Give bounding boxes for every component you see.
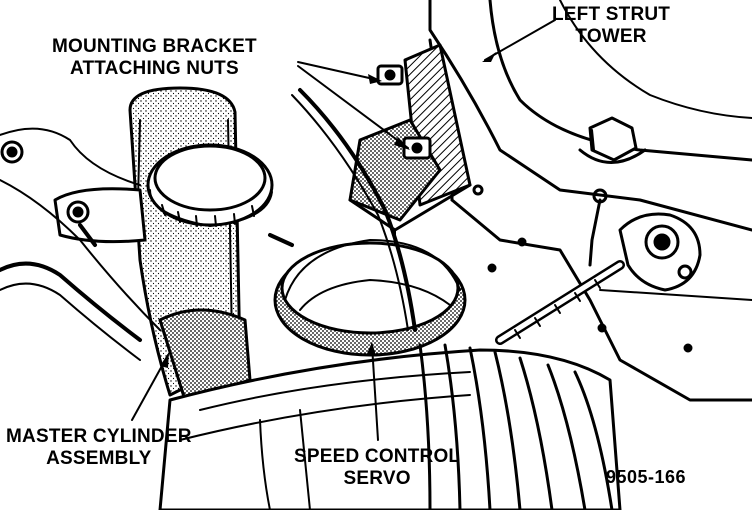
reservoir-cap	[146, 143, 294, 247]
callout-master-cylinder: MASTER CYLINDER ASSEMBLY	[6, 426, 192, 470]
callout-speed-control-servo: SPEED CONTROL SERVO	[294, 446, 460, 490]
callout-line: MOUNTING BRACKET	[52, 36, 257, 57]
speed-control-servo	[273, 239, 467, 357]
leader-arrow	[482, 52, 496, 62]
bracket-nut	[376, 64, 404, 86]
callout-line: MASTER CYLINDER	[6, 426, 192, 447]
callout-line: SERVO	[343, 468, 411, 489]
brake-line	[0, 127, 161, 361]
figure-id: 9505-166	[606, 467, 687, 487]
leader-arrow	[368, 74, 382, 84]
callout-line: ASSEMBLY	[46, 448, 152, 469]
leader-line	[131, 19, 556, 441]
servo-cable	[291, 88, 417, 332]
callout-strut-tower: LEFT STRUT TOWER	[552, 4, 670, 48]
air-intake-hose	[158, 343, 622, 510]
callout-line: TOWER	[575, 26, 647, 47]
callout-mounting-bracket: MOUNTING BRACKET ATTACHING NUTS	[52, 36, 257, 80]
callout-line: SPEED CONTROL	[294, 446, 461, 467]
leader-arrow	[160, 352, 169, 368]
leader-arrow	[394, 137, 410, 150]
callout-line: ATTACHING NUTS	[69, 58, 239, 79]
leader-arrow	[366, 342, 376, 356]
ground-stud	[588, 188, 702, 292]
callout-line: LEFT STRUT	[552, 4, 671, 25]
strut-tower	[428, 0, 752, 402]
wiring-harness	[495, 260, 625, 345]
strut-mount-bolt	[578, 116, 647, 164]
